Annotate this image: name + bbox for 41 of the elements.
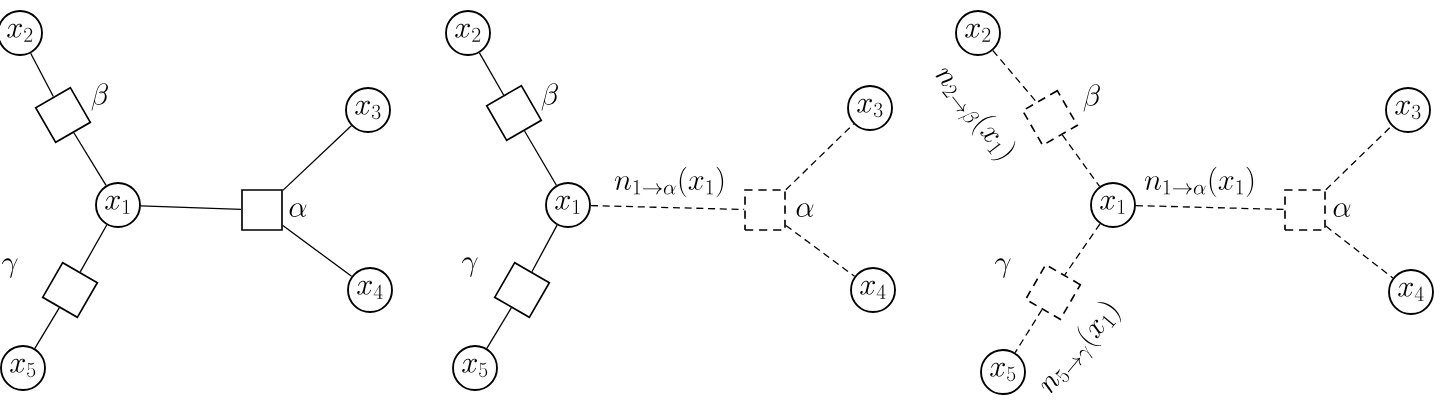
message-label: $n_{1\to\alpha}(x_1)$ xyxy=(612,165,728,199)
factor-label: $\gamma$ xyxy=(2,258,18,279)
factor-box xyxy=(241,189,283,231)
factor-label: $\gamma$ xyxy=(462,257,478,278)
factor-box xyxy=(41,261,99,319)
factor-box xyxy=(34,86,92,144)
message-label: $n_{2\to\beta}(x_1)$ xyxy=(925,58,1023,170)
connector-line xyxy=(1064,223,1101,276)
connector-line xyxy=(30,52,54,98)
connector-line xyxy=(992,49,1037,103)
connector-line xyxy=(486,307,512,349)
factor-box xyxy=(1284,189,1326,231)
connector-line xyxy=(140,205,242,210)
connector-line xyxy=(785,224,856,277)
connector-line xyxy=(478,52,505,96)
factor-label: $\gamma$ xyxy=(995,258,1011,279)
factor-label: $\beta$ xyxy=(91,83,108,111)
message-label: $n_{5\to\gamma}(x_1)$ xyxy=(1030,293,1130,403)
connector-line xyxy=(34,307,60,349)
factor-box xyxy=(1021,89,1079,147)
connector-line xyxy=(531,224,558,273)
connector-line xyxy=(1014,309,1043,354)
connector-line xyxy=(282,125,352,192)
factor-label: $\alpha$ xyxy=(289,203,307,217)
connector-line xyxy=(282,224,353,277)
connector-line xyxy=(523,130,558,186)
connector-line xyxy=(79,224,108,273)
factor-label: $\beta$ xyxy=(1083,84,1100,112)
connector-line xyxy=(73,132,107,187)
connector-line xyxy=(1325,225,1394,279)
factor-label: $\beta$ xyxy=(541,83,558,111)
message-label: $n_{1\to\alpha}(x_1)$ xyxy=(1142,165,1258,199)
connector-line xyxy=(590,204,745,211)
factor-box xyxy=(744,189,786,231)
factor-label: $\alpha$ xyxy=(1333,203,1351,217)
connector-line xyxy=(1061,134,1101,188)
factor-label: $\alpha$ xyxy=(796,203,814,217)
factor-box xyxy=(493,261,551,319)
connector-line xyxy=(1325,125,1393,191)
connector-line xyxy=(785,123,855,191)
factor-box xyxy=(485,84,543,142)
